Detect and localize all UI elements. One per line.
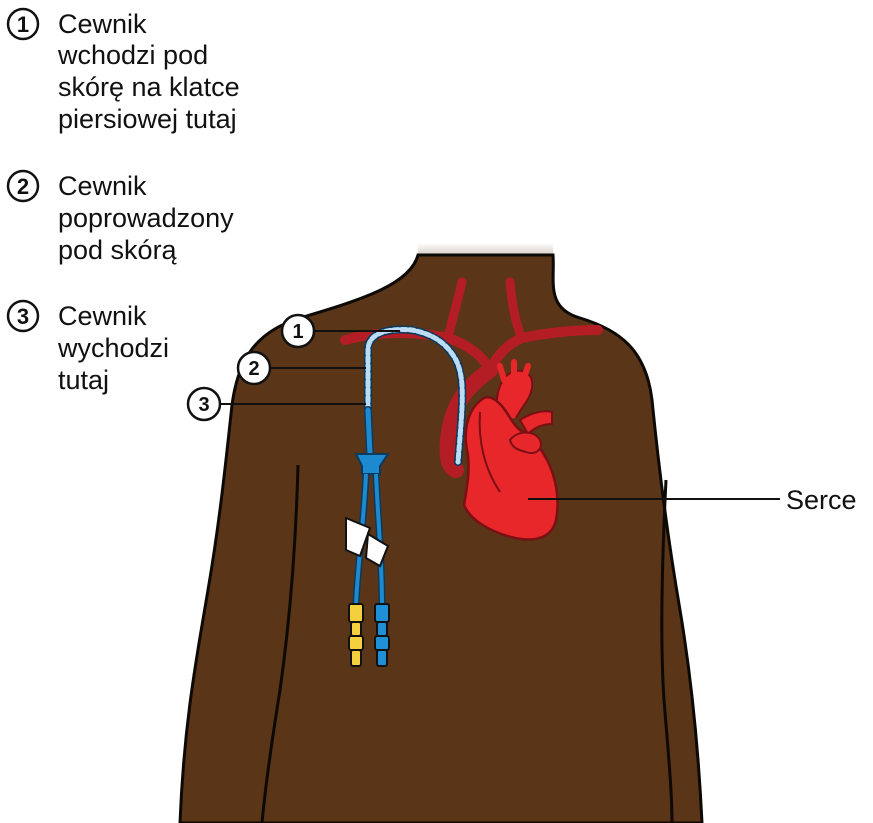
callout-badge-3 <box>186 386 222 422</box>
catheter-external-tube-fill <box>365 407 373 458</box>
legend-line-2-1: Cewnik <box>58 171 147 201</box>
legend-number-3: 3 <box>17 304 29 329</box>
clamp-2 <box>364 532 390 568</box>
legend-item-1: 1 Cewnik wchodzi pod skórę na klatce pie… <box>6 7 240 134</box>
legend-line-3-3: tutaj <box>58 365 109 395</box>
legend-number-2: 2 <box>17 174 29 199</box>
catheter-hub <box>354 453 390 475</box>
heart-septum-line <box>478 411 501 493</box>
right-armpit-line <box>660 479 674 823</box>
torso-illustration <box>178 243 704 823</box>
legend-line-2-2: poprowadzony <box>58 203 234 233</box>
catheter <box>345 325 467 667</box>
yellow-connector <box>348 603 364 667</box>
callout-badge-1 <box>280 313 316 349</box>
legend-line-2-3: pod skórą <box>58 235 178 265</box>
right-subclavian-vein <box>485 325 603 375</box>
legend-line-1-1: Cewnik <box>58 9 147 39</box>
callouts: 1 2 3 Serce <box>186 313 857 515</box>
callout-number-1: 1 <box>292 321 303 343</box>
callout-badge-2 <box>236 350 272 386</box>
aorta-branch-3 <box>521 363 531 381</box>
heart-illustration <box>462 359 559 541</box>
legend-item-2: 2 Cewnik poprowadzony pod skórą <box>6 169 234 265</box>
legend-badge-2 <box>6 169 40 203</box>
legend-number-1: 1 <box>17 12 29 37</box>
clamp-1 <box>345 516 372 558</box>
legend-line-1-4: piersiowej tutaj <box>58 104 237 134</box>
legend-item-3: 3 Cewnik wychodzi tutaj <box>6 299 169 395</box>
legend: 1 Cewnik wchodzi pod skórę na klatce pie… <box>6 7 240 395</box>
legend-line-3-1: Cewnik <box>58 301 147 331</box>
left-armpit-line <box>260 464 300 823</box>
catheter-lumen-blue-fill <box>374 473 384 606</box>
callout-number-2: 2 <box>248 358 259 380</box>
blue-connector <box>374 603 390 667</box>
catheter-tunneled-inner <box>365 327 465 465</box>
pulmonary-artery <box>518 410 553 436</box>
legend-line-3-2: wychodzi <box>57 333 169 363</box>
heart-label: Serce <box>786 485 857 515</box>
legend-line-1-3: skórę na klatce <box>58 72 240 102</box>
callout-number-3: 3 <box>198 394 209 416</box>
superior-vena-cava <box>439 362 498 478</box>
aorta-branch-1 <box>497 363 507 383</box>
legend-line-1-2: wchodzi pod <box>57 40 208 70</box>
heart-auricle <box>508 431 542 454</box>
heart <box>462 396 559 541</box>
legend-badge-1 <box>6 7 40 41</box>
legend-badge-3 <box>6 299 40 333</box>
